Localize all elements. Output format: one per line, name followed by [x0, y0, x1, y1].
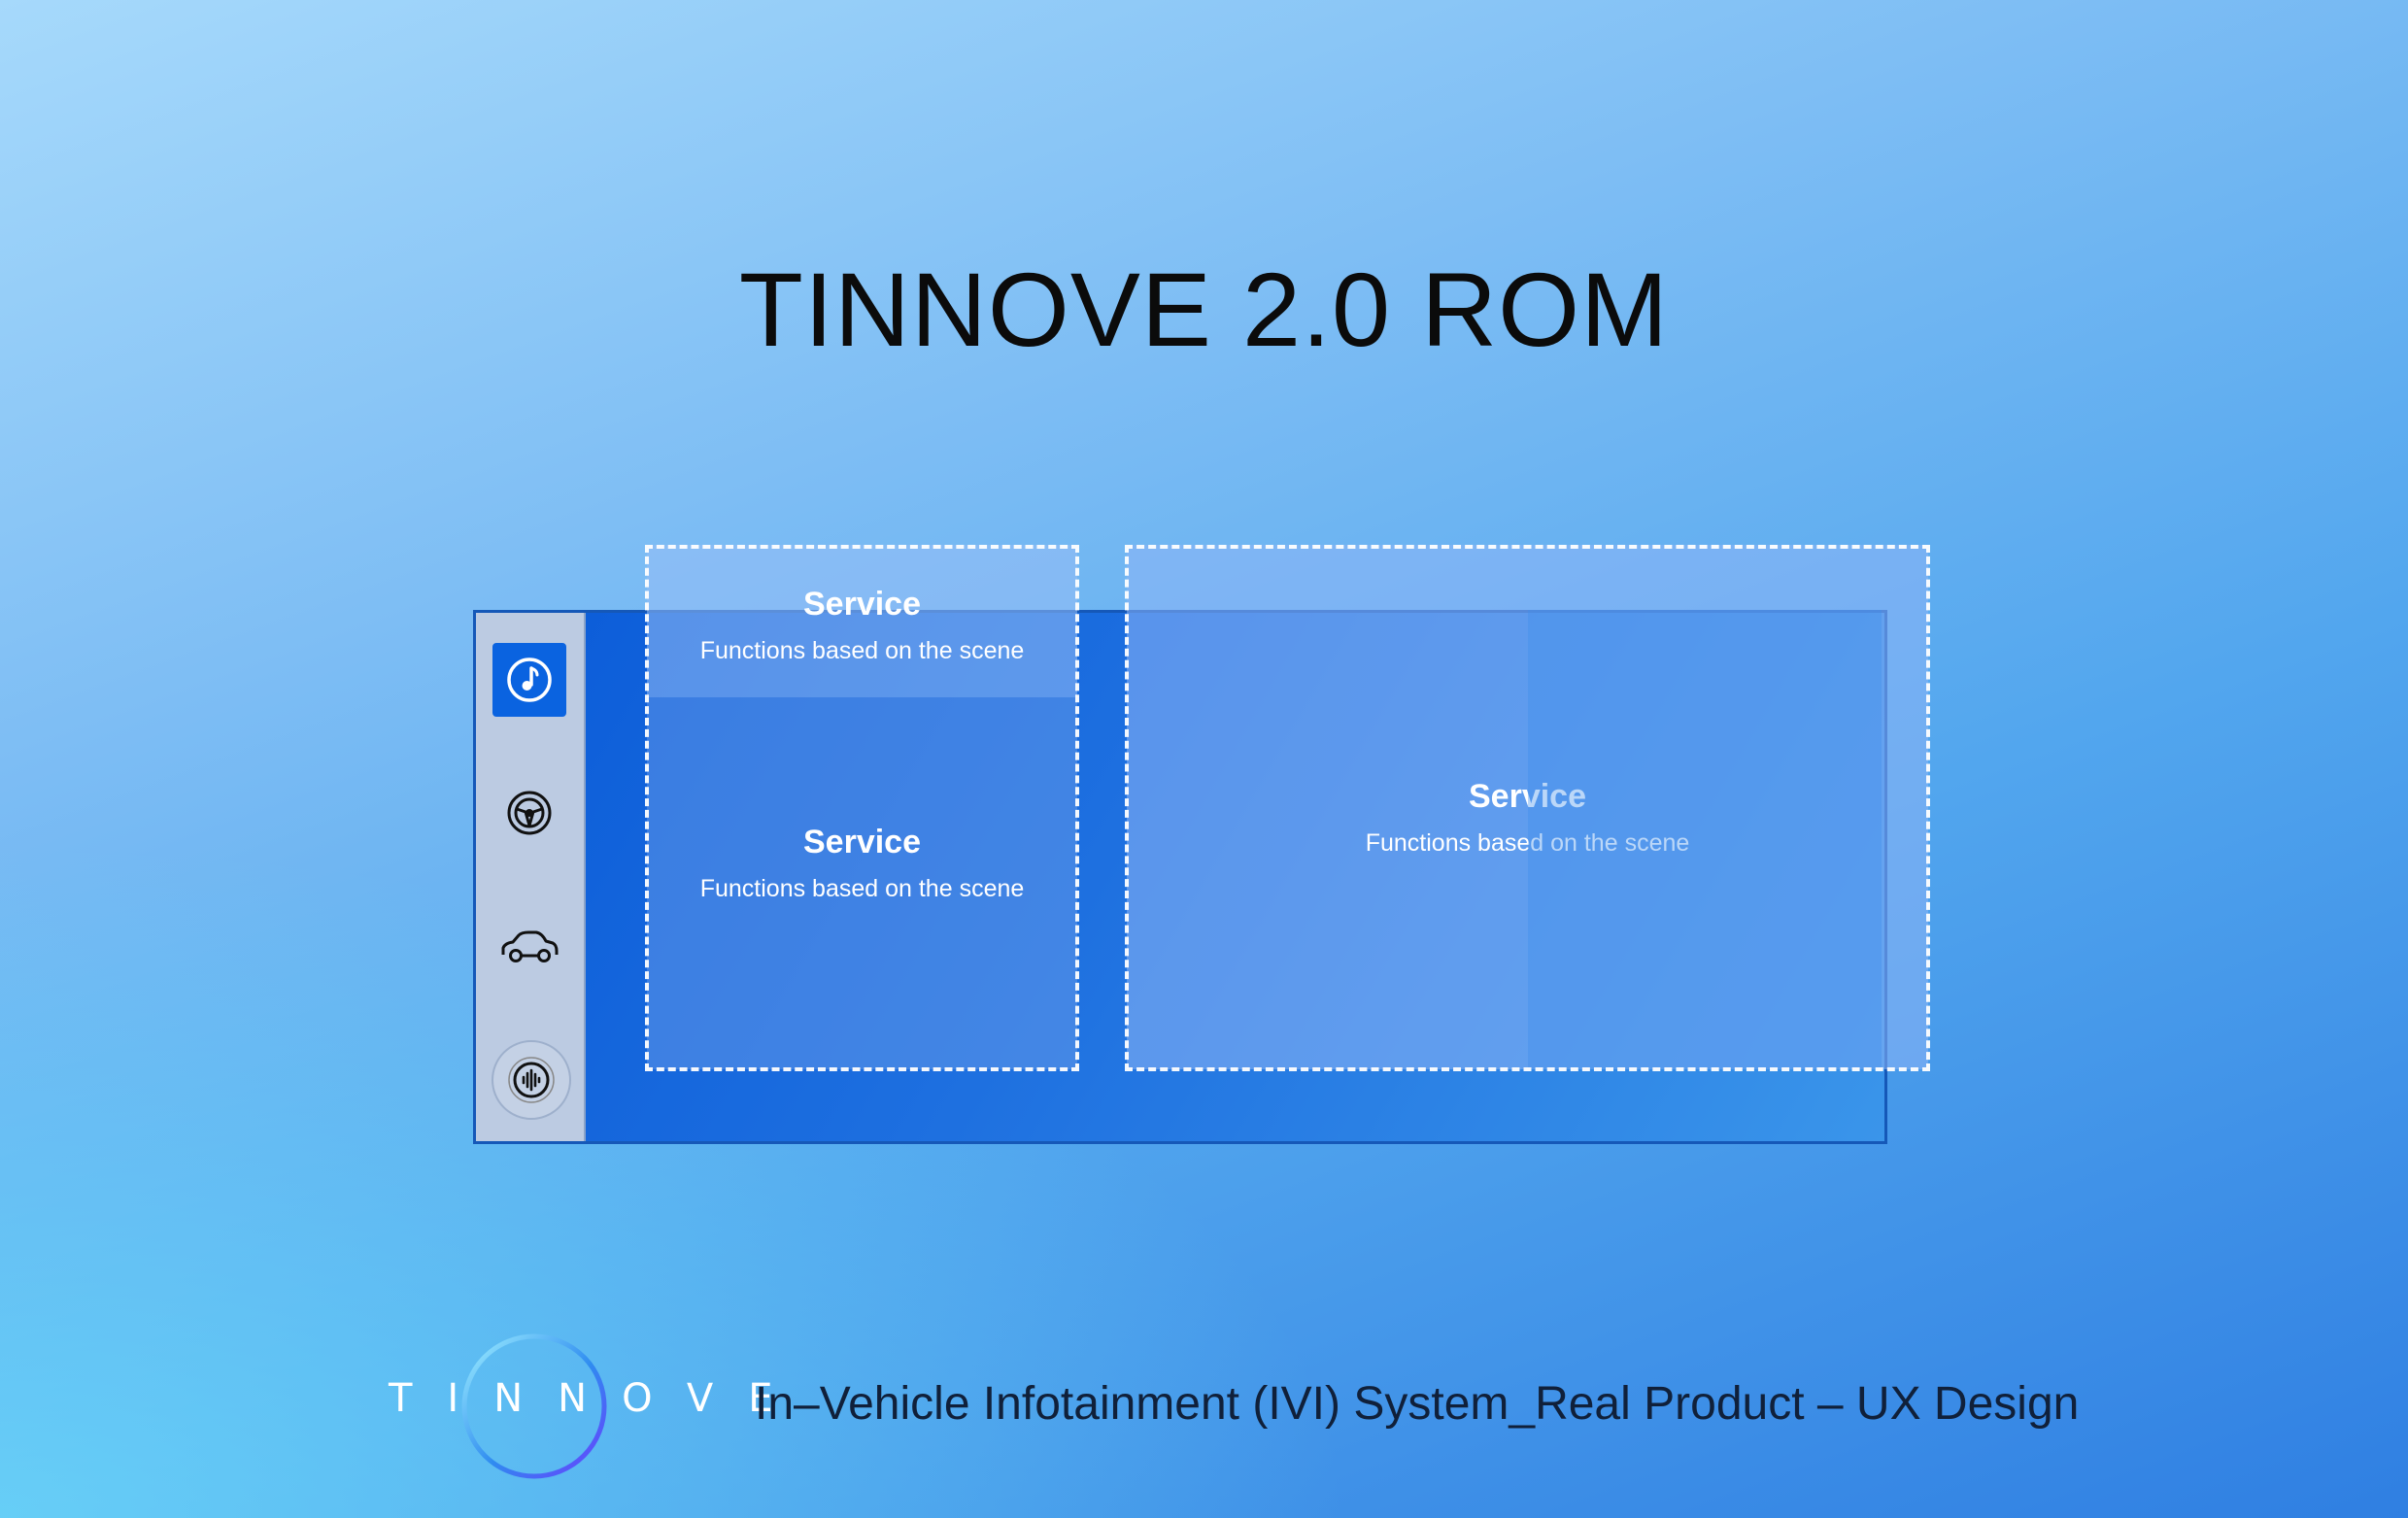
- service-card-overlap: [1528, 610, 1882, 1069]
- steering-wheel-icon: [507, 791, 552, 835]
- sidebar-item-music[interactable]: [492, 643, 566, 717]
- sidebar-item-vehicle[interactable]: [492, 910, 566, 984]
- service-description: Functions based on the scene: [1365, 829, 1690, 857]
- service-title: Service: [803, 824, 921, 860]
- footer-tagline: In–Vehicle Infotainment (IVI) System_Rea…: [755, 1378, 2080, 1430]
- service-title: Service: [803, 586, 921, 623]
- logo-ring-icon: [461, 1333, 607, 1479]
- page-title: TINNOVE 2.0 ROM: [738, 251, 1670, 368]
- service-zone-outline-left: [645, 545, 1079, 1071]
- sidebar-item-voice[interactable]: [492, 1040, 571, 1120]
- sidebar: [476, 613, 586, 1141]
- service-description: Functions based on the scene: [699, 875, 1025, 902]
- service-card-top[interactable]: Service Functions based on the scene: [647, 545, 1077, 697]
- service-title: Service: [1469, 778, 1586, 815]
- service-card-bottom[interactable]: Service Functions based on the scene: [647, 697, 1077, 1069]
- sidebar-item-driving[interactable]: [492, 776, 566, 850]
- music-note-icon: [507, 658, 552, 702]
- logo-text: TINNOVE: [389, 1376, 808, 1421]
- service-card-large[interactable]: Service Functions based on the scene: [1127, 545, 1928, 1069]
- tinnove-logo: TINNOVE: [389, 1326, 808, 1481]
- service-zone-outline-right: [1125, 545, 1930, 1071]
- service-description: Functions based on the scene: [699, 637, 1025, 664]
- voice-assistant-icon: [508, 1057, 555, 1103]
- car-icon: [501, 930, 559, 962]
